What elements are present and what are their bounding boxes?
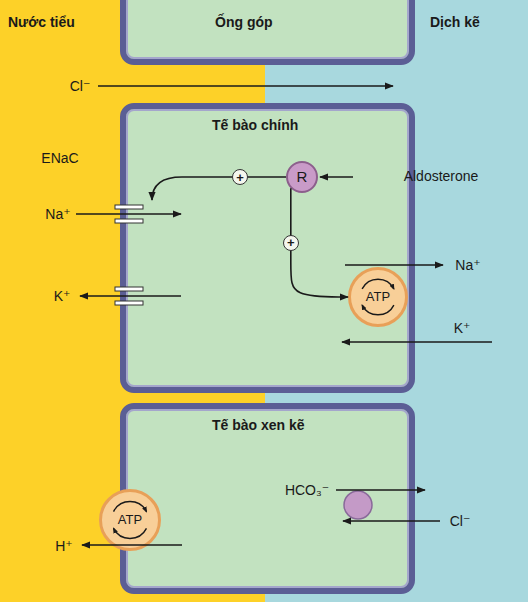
cell-box: R ATP Tế bào chính [120,103,415,393]
cycle-arrow [362,279,394,289]
title-label: Ống góp [215,14,273,30]
cell-box: Ống góp [120,0,415,65]
node-label: ATP [351,270,405,324]
title-label: Tế bào xen kẽ [212,417,305,433]
cycle-arrow [114,528,147,538]
atp-pump: ATP [99,489,161,551]
receptor-circle: R [286,161,318,193]
node-label: R [288,163,316,191]
title-label: Nước tiểu [8,14,75,30]
cycle-arrow [114,502,147,512]
cell-box: ATPTế bào xen kẽ [120,403,415,594]
atp-pump: ATP [348,267,408,327]
node-label: ATP [102,492,158,548]
title-label: Tế bào chính [212,117,298,133]
cycle-arrow [362,305,394,315]
title-label: Dịch kẽ [430,14,480,30]
